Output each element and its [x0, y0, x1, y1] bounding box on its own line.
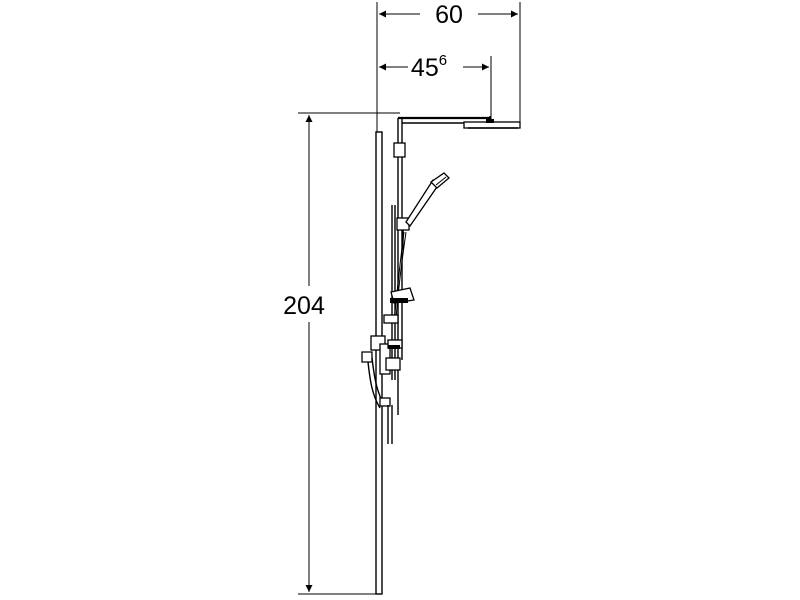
spout-outlet [379, 397, 391, 407]
spout-knob [361, 351, 373, 363]
shelf-edge [390, 298, 408, 303]
shower-hose [395, 231, 407, 321]
dimension-width-head: 456 [379, 52, 492, 122]
hand-shower-handle [405, 179, 440, 228]
dimension-label-45-6: 456 [411, 52, 447, 82]
dimension-label-204: 204 [283, 292, 325, 320]
dimension-width-total: 60 [376, 1, 521, 132]
bath-spout [361, 351, 391, 409]
mixer-band [388, 345, 400, 349]
hand-shower-head [429, 172, 450, 189]
spout-pipe-inner [367, 361, 381, 409]
dimension-value-45: 45 [411, 54, 439, 82]
rain-head-joint [486, 119, 494, 123]
hand-shower-face [435, 176, 447, 186]
dimension-superscript-6: 6 [439, 52, 447, 69]
hand-shower [405, 172, 450, 228]
mixer-diverter [385, 357, 401, 371]
rail-bracket-middle [383, 314, 399, 324]
rain-shower-head [463, 119, 521, 129]
shower-system [361, 116, 521, 595]
dimension-label-60: 60 [435, 1, 463, 29]
riser-bracket-top [393, 142, 406, 158]
dimension-height-total: 204 [283, 112, 400, 595]
thermostat-mixer [370, 335, 403, 375]
shower-hose-inner [393, 231, 405, 323]
shelf [390, 287, 415, 304]
